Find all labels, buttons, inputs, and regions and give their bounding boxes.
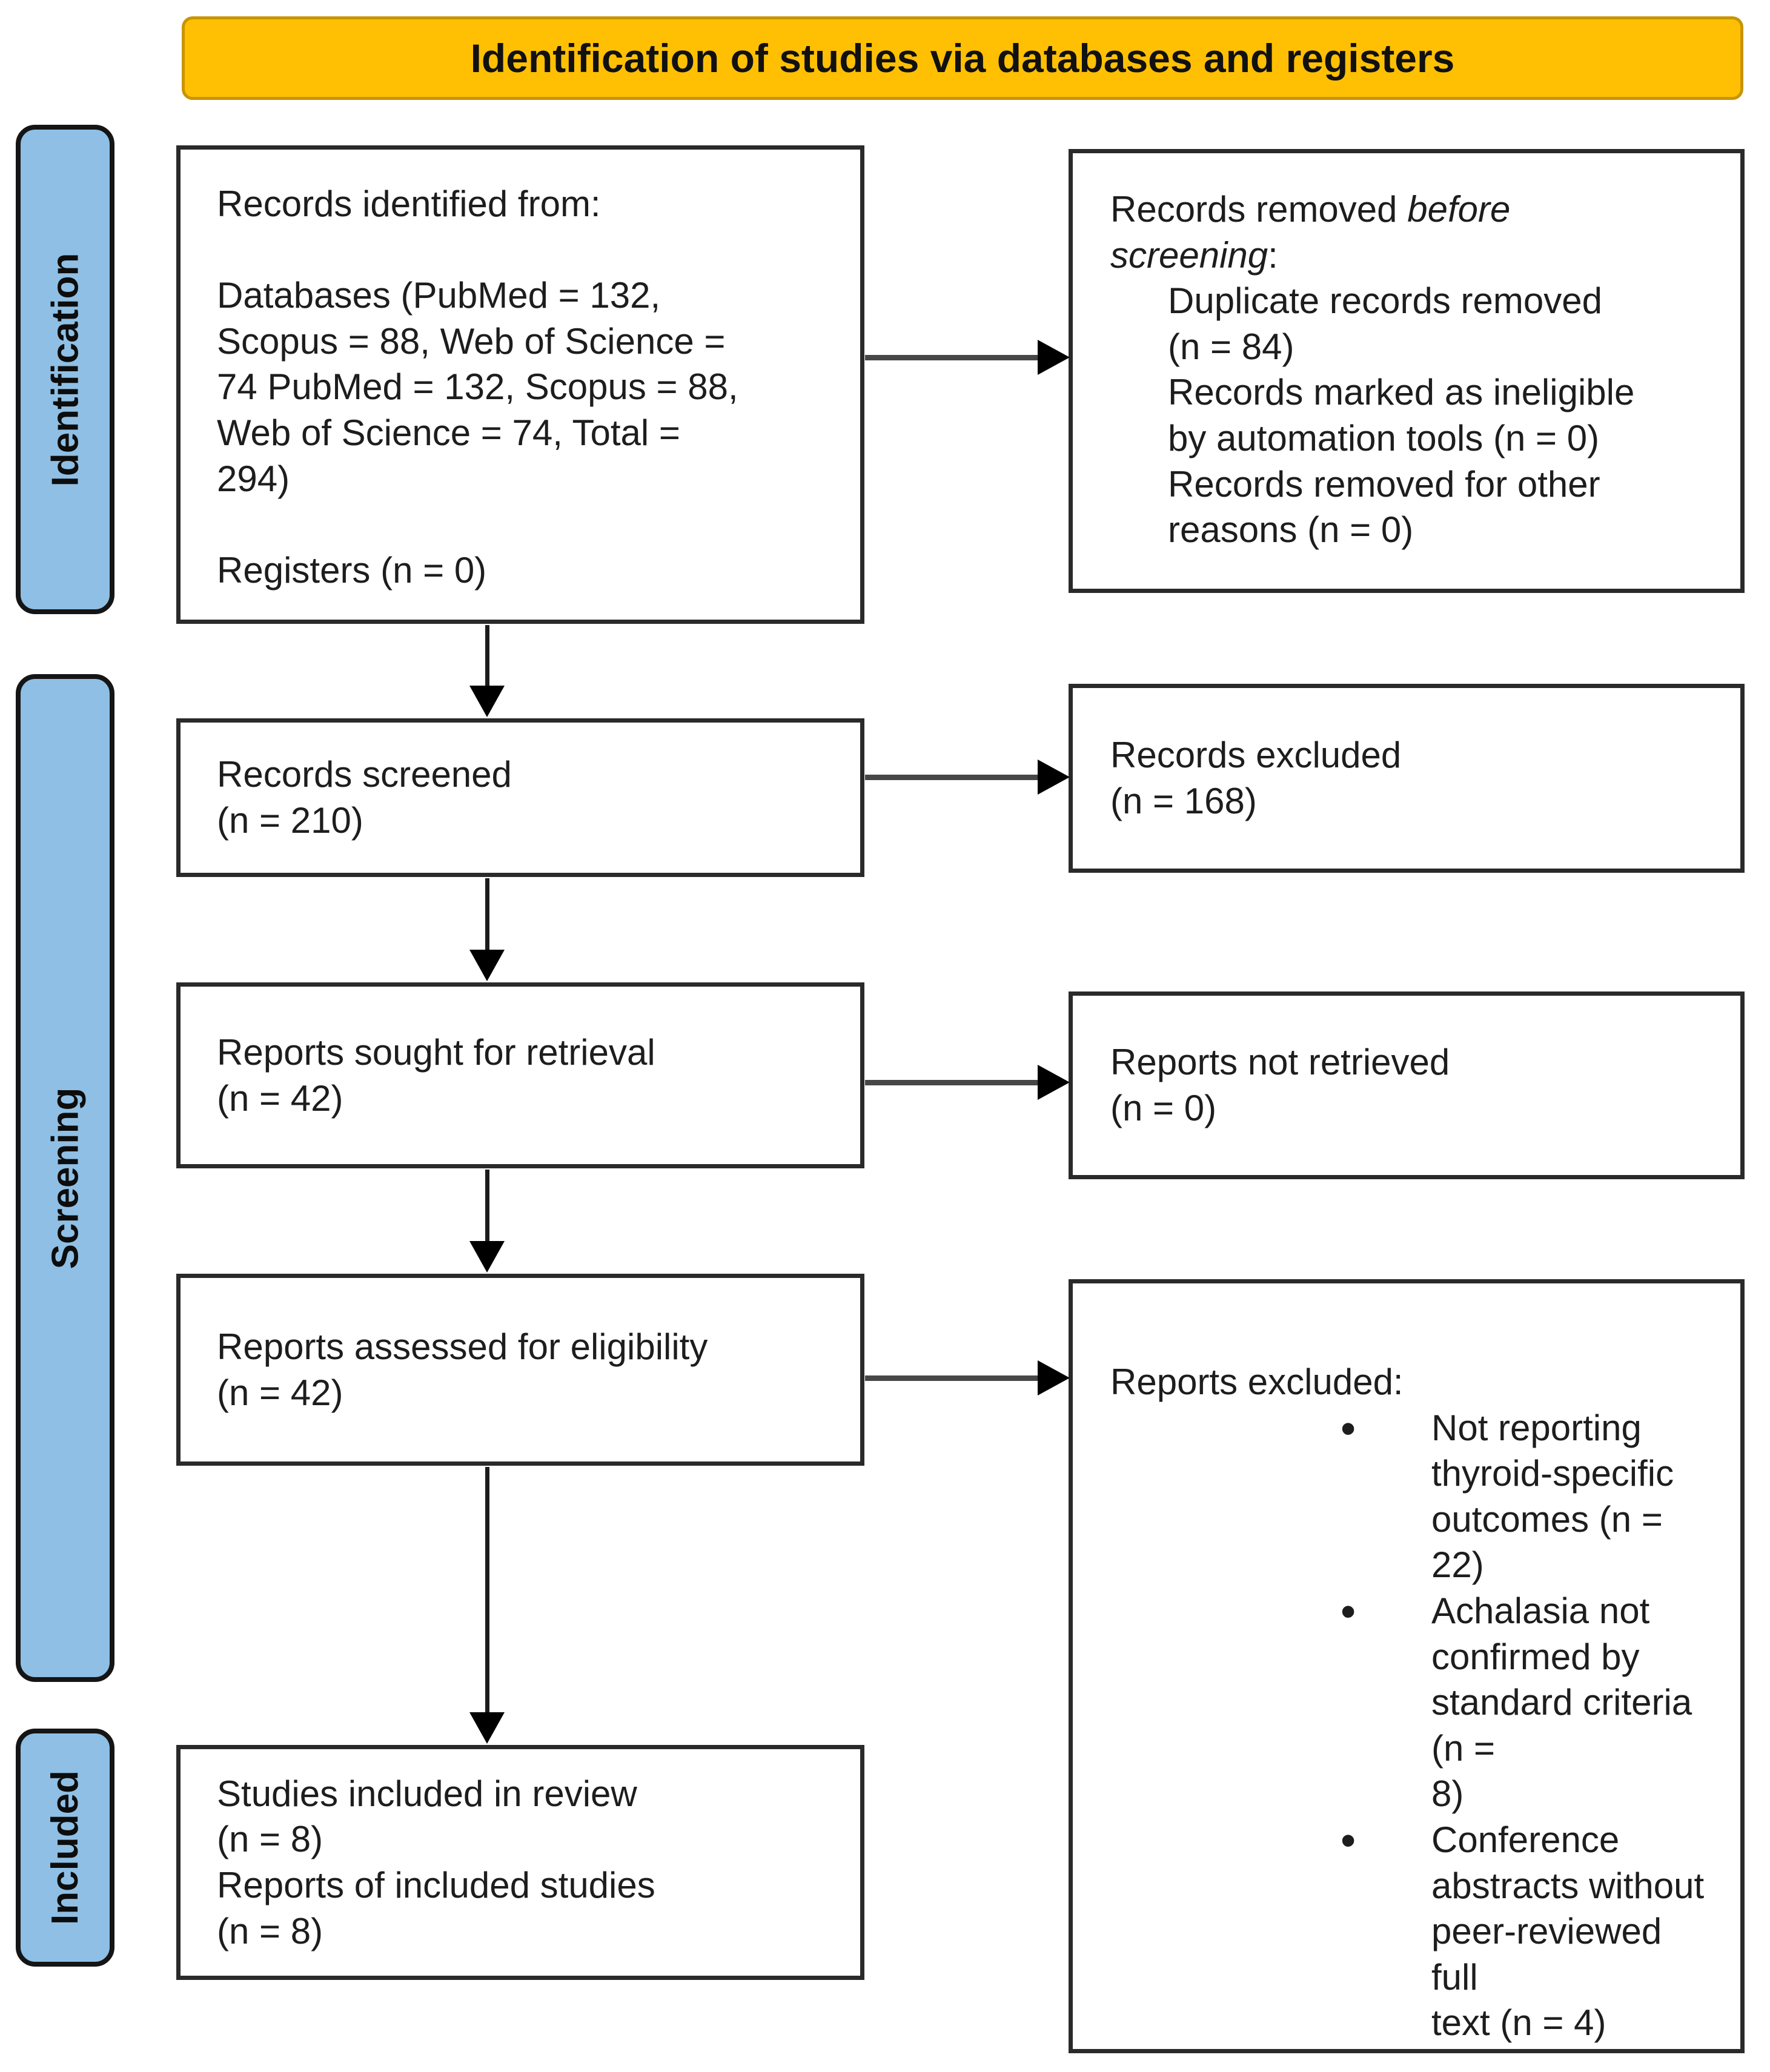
records-identified-text: Records identified from: Databases (PubM… (217, 184, 738, 591)
stage-label-text: Identification (44, 253, 86, 486)
records-excluded-text: Records excluded (n = 168) (1110, 735, 1402, 821)
stage-label-identification: Identification (16, 125, 114, 614)
reports-excluded-title: Reports excluded: (1110, 1362, 1404, 1402)
records-removed-item: Records marked as ineligible by automati… (1168, 372, 1635, 458)
reports-sought-text: Reports sought for retrieval (n = 42) (217, 1031, 655, 1119)
studies-included-text: Studies included in review (n = 8) Repor… (217, 1773, 655, 1951)
banner-title: Identification of studies via databases … (470, 36, 1455, 81)
reports-excluded-item: Not reporting thyroid-specific outcomes … (1325, 1402, 1707, 1588)
box-reports-sought: Reports sought for retrieval (n = 42) (176, 982, 864, 1168)
arrow-assessed-to-included (469, 1467, 505, 1744)
box-records-screened: Records screened (n = 210) (176, 718, 864, 877)
arrow-sought-to-notretrieved (865, 1065, 1070, 1100)
reports-excluded-item: Conference abstracts without peer-review… (1325, 1813, 1707, 2046)
reports-not-retrieved-text: Reports not retrieved (n = 0) (1110, 1042, 1450, 1128)
arrow-assessed-to-reportsexcluded (865, 1360, 1070, 1395)
stage-label-screening: Screening (16, 674, 114, 1682)
box-records-removed: Records removed before screening: Duplic… (1069, 149, 1745, 593)
records-screened-text: Records screened (n = 210) (217, 754, 512, 841)
arrow-sought-to-assessed (469, 1170, 505, 1273)
arrow-identified-to-screened (469, 625, 505, 717)
records-removed-item: Records removed for other reasons (n = 0… (1168, 463, 1600, 551)
stage-label-text: Included (44, 1770, 86, 1925)
stage-label-text: Screening (44, 1087, 86, 1269)
records-removed-title-italic: before screening (1110, 189, 1511, 276)
records-removed-title: Records removed before screening: (1110, 189, 1511, 276)
reports-excluded-list: Not reporting thyroid-specific outcomes … (1325, 1402, 1707, 2046)
box-studies-included: Studies included in review (n = 8) Repor… (176, 1745, 864, 1980)
arrow-screened-to-sought (469, 878, 505, 981)
reports-assessed-text: Reports assessed for eligibility (n = 42… (217, 1326, 708, 1413)
arrow-identified-to-removed (865, 340, 1070, 375)
stage-label-included: Included (16, 1729, 114, 1967)
arrow-screened-to-excluded (865, 760, 1070, 795)
banner-title-bar: Identification of studies via databases … (182, 16, 1743, 100)
reports-excluded-item: Achalasia not confirmed by standard crit… (1325, 1584, 1707, 1817)
box-records-identified: Records identified from: Databases (PubM… (176, 145, 864, 624)
box-reports-excluded: Reports excluded: Not reporting thyroid-… (1069, 1279, 1745, 2053)
records-removed-item: Duplicate records removed (n = 84) (1168, 280, 1602, 367)
box-reports-not-retrieved: Reports not retrieved (n = 0) (1069, 991, 1745, 1179)
box-reports-assessed: Reports assessed for eligibility (n = 42… (176, 1274, 864, 1466)
box-records-excluded: Records excluded (n = 168) (1069, 684, 1745, 873)
